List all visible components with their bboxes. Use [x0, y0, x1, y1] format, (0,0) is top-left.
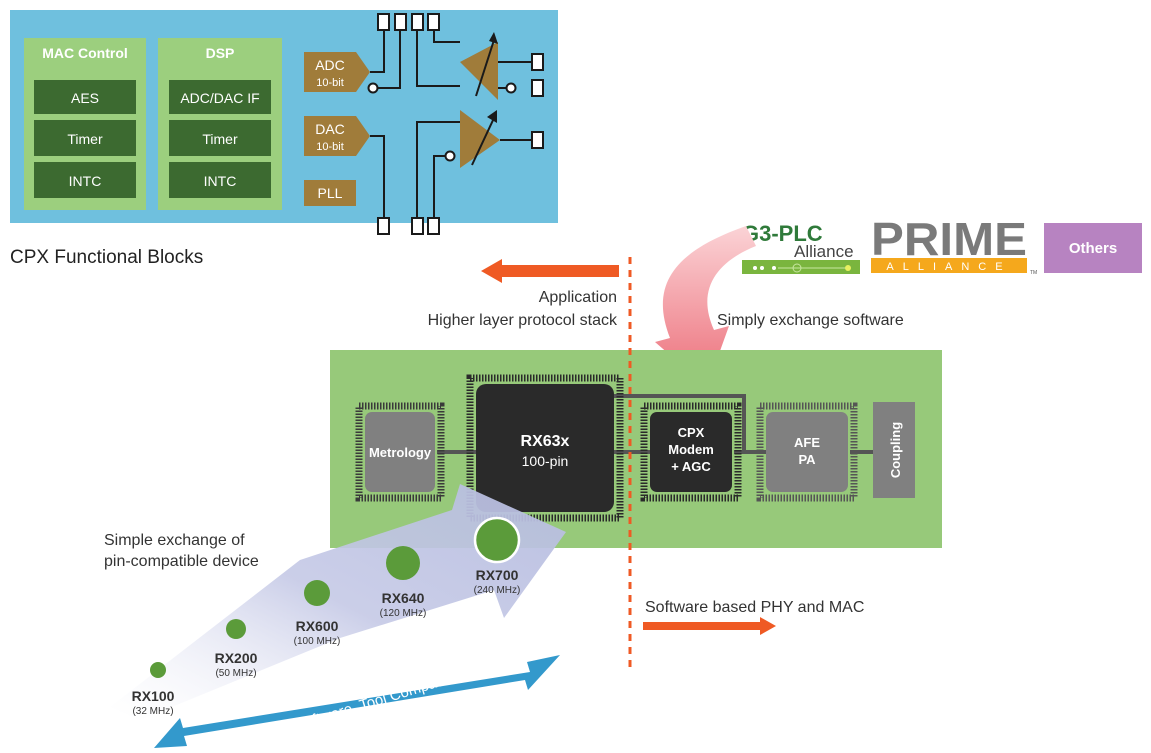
device-freq-rx200: (50 MHz) — [215, 668, 256, 679]
device-freq-rx640: (120 MHz) — [380, 608, 427, 619]
simple-exchange-label-2: pin-compatible device — [104, 553, 259, 570]
prime-logo-subtext: ALLIANCE — [886, 261, 1011, 273]
simple-exchange-label-1: Simple exchange of — [104, 532, 245, 549]
dsp-block-adcdac — [169, 80, 271, 114]
dsp-block-timer-label: Timer — [202, 131, 238, 147]
device-dot-rx200 — [226, 619, 246, 639]
afe-label: AFE — [794, 435, 820, 450]
dsp-block-timer — [169, 120, 271, 156]
rx63x-pins-label: 100-pin — [522, 453, 569, 469]
device-dot-rx700 — [473, 516, 521, 564]
orange-arrow-right — [643, 617, 776, 635]
functional-blocks-caption: CPX Functional Blocks — [10, 247, 203, 268]
cpx-functional-blocks: MAC Control AES Timer INTC DSP ADC/DAC I… — [10, 10, 558, 268]
device-freq-rx600: (100 MHz) — [294, 636, 341, 647]
software-phy-label: Software based PHY and MAC — [645, 599, 864, 616]
compatibility-arrow — [154, 655, 560, 748]
analog-blocks: ADC 10-bit DAC 10-bit PLL — [304, 52, 370, 206]
device-dot-rx600 — [304, 580, 330, 606]
pink-curved-arrow — [655, 226, 756, 387]
board: Metrology RX63x 100-pin CPX Modem + AGC … — [330, 350, 942, 548]
migration-arrow — [110, 484, 566, 720]
cpx-chip: CPX Modem + AGC — [640, 402, 742, 502]
g3-dot — [753, 266, 757, 270]
mac-control-title: MAC Control — [42, 45, 128, 61]
others-label: Others — [1069, 240, 1117, 257]
g3-dot — [760, 266, 764, 270]
g3-dot — [772, 266, 776, 270]
adc-block — [304, 52, 370, 92]
rx63x-chip: RX63x 100-pin — [466, 374, 624, 522]
device-freq-rx700: (240 MHz) — [474, 585, 521, 596]
cpx-label-3: + AGC — [671, 459, 711, 474]
dsp-panel: DSP ADC/DAC IF Timer INTC — [158, 38, 282, 210]
device-name-rx200: RX200 — [215, 650, 258, 666]
mac-block-aes — [34, 80, 136, 114]
metrology-label: Metrology — [369, 445, 432, 460]
cpx-label-2: Modem — [668, 442, 714, 457]
mac-block-intc — [34, 162, 136, 198]
pll-block — [304, 180, 356, 206]
pa-label: PA — [798, 452, 816, 467]
others-logo: Others — [1044, 223, 1142, 273]
prime-logo-text: PRIME — [871, 213, 1027, 265]
mac-control-panel: MAC Control AES Timer INTC — [24, 38, 146, 210]
prime-logo-bar — [871, 258, 1027, 273]
g3-plc-logo-subtext: Alliance — [794, 242, 854, 261]
dac-label: DAC — [315, 121, 345, 137]
dsp-title: DSP — [206, 45, 235, 61]
coupling-label: Coupling — [888, 422, 903, 478]
dsp-block-adcdac-label: ADC/DAC IF — [180, 90, 259, 106]
application-label: Application — [539, 289, 617, 306]
higher-layer-label: Higher layer protocol stack — [428, 312, 618, 329]
dac-block — [304, 116, 370, 156]
compatibility-label: CPU, Software, Tool Compatibility — [255, 664, 475, 746]
rx63x-label: RX63x — [521, 433, 570, 450]
device-name-rx600: RX600 — [296, 618, 339, 634]
amplifier-top — [460, 32, 517, 100]
prime-alliance-logo: PRIME ALLIANCE TM — [871, 213, 1037, 276]
orange-arrow-left — [481, 259, 619, 283]
metrology-chip: Metrology — [355, 402, 445, 502]
device-freq-rx100: (32 MHz) — [132, 706, 173, 717]
adc-bubble — [367, 82, 379, 94]
mac-block-timer-label: Timer — [67, 131, 103, 147]
device-dots — [150, 516, 521, 678]
adc-label: ADC — [315, 57, 345, 73]
prime-logo-trademark: TM — [1030, 270, 1037, 276]
coupling-block: Coupling — [873, 402, 915, 498]
mac-block-intc-label: INTC — [69, 173, 102, 189]
g3-dot-end — [845, 265, 851, 271]
io-pins — [377, 13, 544, 235]
cpx-label-1: CPX — [678, 425, 705, 440]
simply-exchange-label: Simply exchange software — [717, 312, 904, 329]
device-name-rx640: RX640 — [382, 590, 425, 606]
board-traces — [437, 394, 873, 454]
amplifier-bottom — [444, 110, 500, 168]
mac-block-aes-label: AES — [71, 90, 99, 106]
device-dot-rx640 — [386, 546, 420, 580]
g3-plc-logo: G3-PLC Alliance — [742, 221, 860, 274]
dsp-block-intc — [169, 162, 271, 198]
dac-bits: 10-bit — [316, 141, 344, 153]
afe-pa-chip: AFE PA — [756, 402, 858, 502]
device-labels: RX100 (32 MHz) RX200 (50 MHz) RX600 (100… — [132, 567, 521, 717]
g3-plc-logo-text: G3-PLC — [742, 221, 823, 246]
device-name-rx100: RX100 — [132, 688, 175, 704]
adc-bits: 10-bit — [316, 77, 344, 89]
device-name-rx700: RX700 — [476, 567, 519, 583]
others-box — [1044, 223, 1142, 273]
pll-label: PLL — [318, 185, 343, 201]
dsp-block-intc-label: INTC — [204, 173, 237, 189]
mac-block-timer — [34, 120, 136, 156]
device-dot-rx100 — [150, 662, 166, 678]
